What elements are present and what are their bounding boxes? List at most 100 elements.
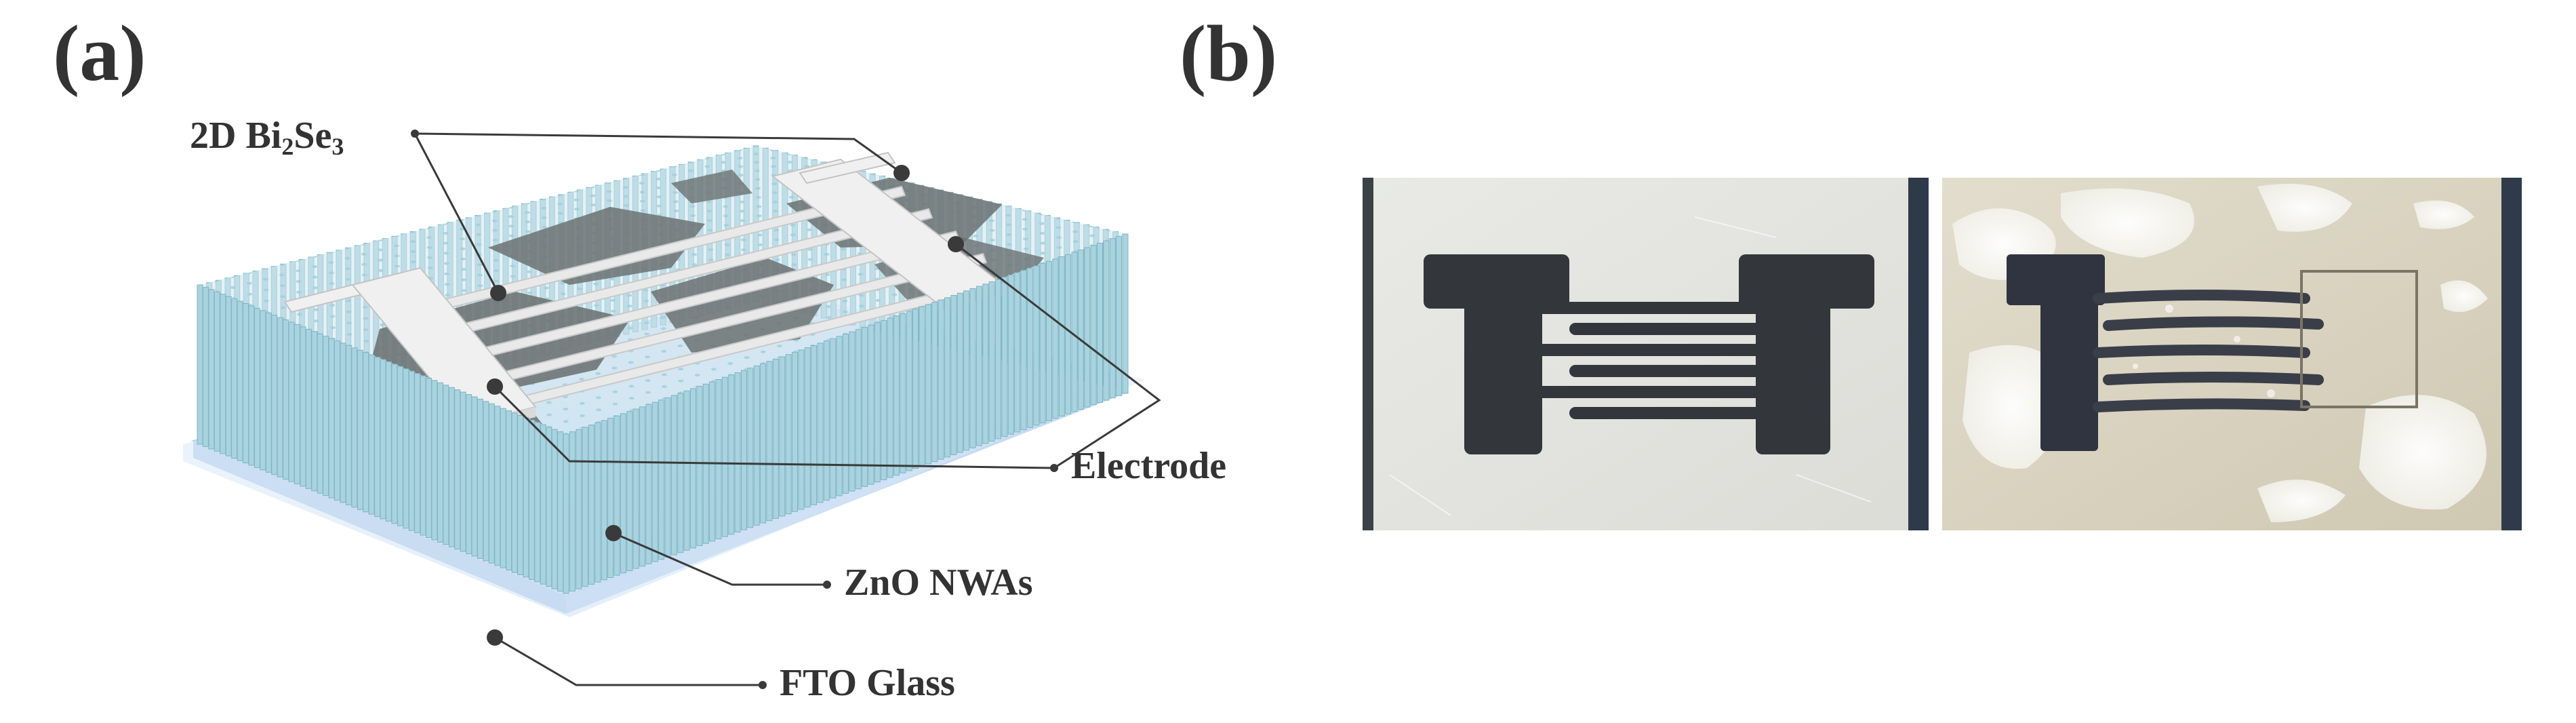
nanowire-tip — [525, 230, 531, 233]
nanowire-tip — [329, 304, 336, 307]
nanowire-tip — [394, 254, 400, 258]
nanowire — [893, 315, 900, 476]
nanowire — [220, 294, 226, 454]
nanowire-tip — [1040, 252, 1046, 255]
nanowire — [798, 349, 805, 510]
nanowire-tip — [643, 299, 649, 302]
nanowire-tip — [1006, 233, 1012, 236]
nanowire-tip — [312, 265, 318, 269]
nanowire — [265, 312, 272, 473]
nanowire — [957, 292, 963, 453]
nanowire-tip — [755, 196, 761, 199]
nanowire — [1103, 240, 1110, 401]
nanowire-tip — [740, 238, 746, 241]
nanowire-tip — [740, 219, 746, 222]
nanowire-tip — [656, 204, 662, 208]
nanowire-tip — [788, 195, 794, 199]
nanowire-tip — [1006, 243, 1012, 246]
nanowire — [728, 374, 735, 535]
nanowire-tip — [427, 256, 433, 259]
nanowire — [1014, 272, 1021, 433]
leader-dot — [759, 681, 767, 689]
nanowire-tip — [393, 234, 399, 237]
nanowire — [931, 302, 938, 463]
nanowire-tip — [590, 194, 596, 197]
nanowire-tip — [563, 433, 569, 434]
nanowire-tip — [510, 275, 516, 278]
nanowire-tip — [1005, 223, 1011, 227]
nanowire — [944, 297, 950, 458]
panel-label-b: (b) — [1180, 9, 1277, 98]
nanowire — [197, 284, 203, 445]
electrode-fingers — [405, 185, 1001, 408]
nanowire — [1007, 274, 1014, 435]
nanowire-tip — [771, 191, 778, 195]
nanowire — [721, 376, 728, 537]
nanowire-tip — [721, 161, 727, 164]
nanowire-tip — [672, 191, 679, 194]
nanowire-tip — [771, 182, 778, 186]
nanowire-tip — [477, 284, 483, 288]
nanowire-tip — [787, 161, 793, 164]
nanowire-tip — [737, 157, 743, 160]
nanowire — [747, 368, 754, 528]
nanowire — [912, 309, 919, 469]
nanowire-tip — [279, 273, 285, 277]
nanowire — [546, 427, 552, 587]
nanowire-tip — [590, 203, 596, 207]
nanowire-tip — [426, 236, 432, 239]
nanowire — [391, 364, 398, 524]
nanowire-tip — [510, 265, 516, 268]
nanowire — [311, 331, 318, 492]
nanowire-tip — [1005, 214, 1011, 217]
nanowire — [766, 361, 773, 522]
callout-fto-glass: FTO Glass — [780, 662, 955, 704]
nanowire — [466, 394, 472, 555]
leader-bi2se3-left — [414, 133, 500, 294]
nanowire — [651, 402, 658, 562]
leader-bi2se3-right — [414, 132, 902, 174]
nanowire-tip — [858, 294, 864, 297]
leader-dot — [487, 378, 503, 395]
nanowire — [214, 291, 220, 452]
nanowire-tip — [444, 272, 450, 275]
nanowire — [811, 345, 818, 505]
nanowire-tip — [842, 299, 848, 302]
nanowire — [988, 281, 995, 442]
nanowire-tip — [346, 321, 353, 325]
nanowire — [779, 356, 786, 517]
nanowire-tip — [688, 169, 694, 172]
nanowire-tip — [1039, 241, 1045, 245]
nanowire-tip — [755, 187, 761, 190]
nanowire-tip — [628, 397, 635, 400]
nanowire — [576, 429, 582, 589]
nanowire-tip — [612, 390, 618, 393]
nanowire-tip — [740, 210, 746, 213]
nanowire — [836, 336, 843, 496]
nanowire-tip — [1055, 226, 1062, 229]
nanowire — [1090, 245, 1097, 406]
nanowire-tip — [724, 243, 730, 246]
nanowire-tip — [644, 332, 650, 336]
nanowire-tip — [622, 186, 628, 189]
leader-electrode-left — [494, 385, 1055, 469]
nanowire — [260, 310, 266, 471]
nanowire-tip — [346, 310, 352, 313]
nanowire-tip — [741, 248, 747, 252]
nanowire — [202, 286, 209, 447]
nanowire-tip — [593, 282, 599, 286]
nanowire — [1071, 252, 1078, 412]
nanowire-tip — [460, 247, 466, 250]
nanowire-tip — [672, 173, 677, 176]
nanowire-tip — [579, 402, 585, 405]
nanowire-tip — [246, 271, 252, 274]
nanowire-tip — [427, 266, 433, 269]
nanowire-tip — [706, 200, 712, 203]
nanowire-tip — [246, 281, 252, 285]
nanowire-tip — [410, 240, 416, 243]
nanowire-tip — [542, 226, 548, 229]
nanowire-tip — [596, 408, 602, 412]
panel-label-a: (a) — [53, 9, 146, 98]
nanowire — [792, 351, 798, 512]
